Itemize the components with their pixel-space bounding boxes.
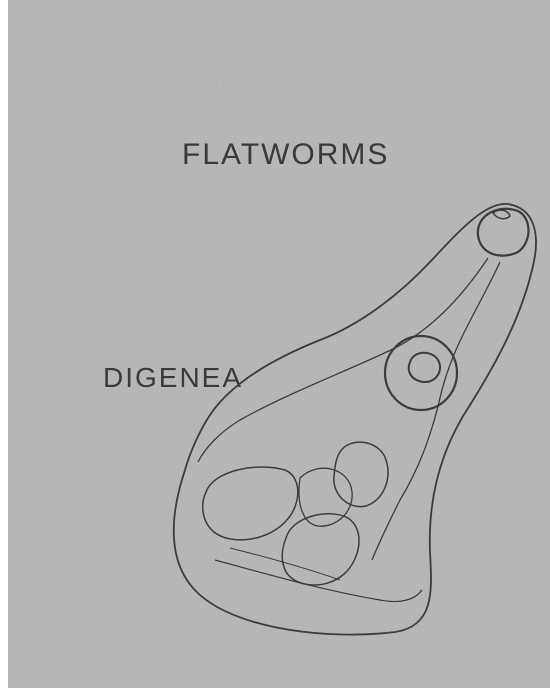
left-margin xyxy=(0,0,8,688)
title: FLATWORMS xyxy=(182,138,389,172)
stippled-backdrop xyxy=(8,0,550,688)
group-label: DIGENEA xyxy=(103,362,243,394)
